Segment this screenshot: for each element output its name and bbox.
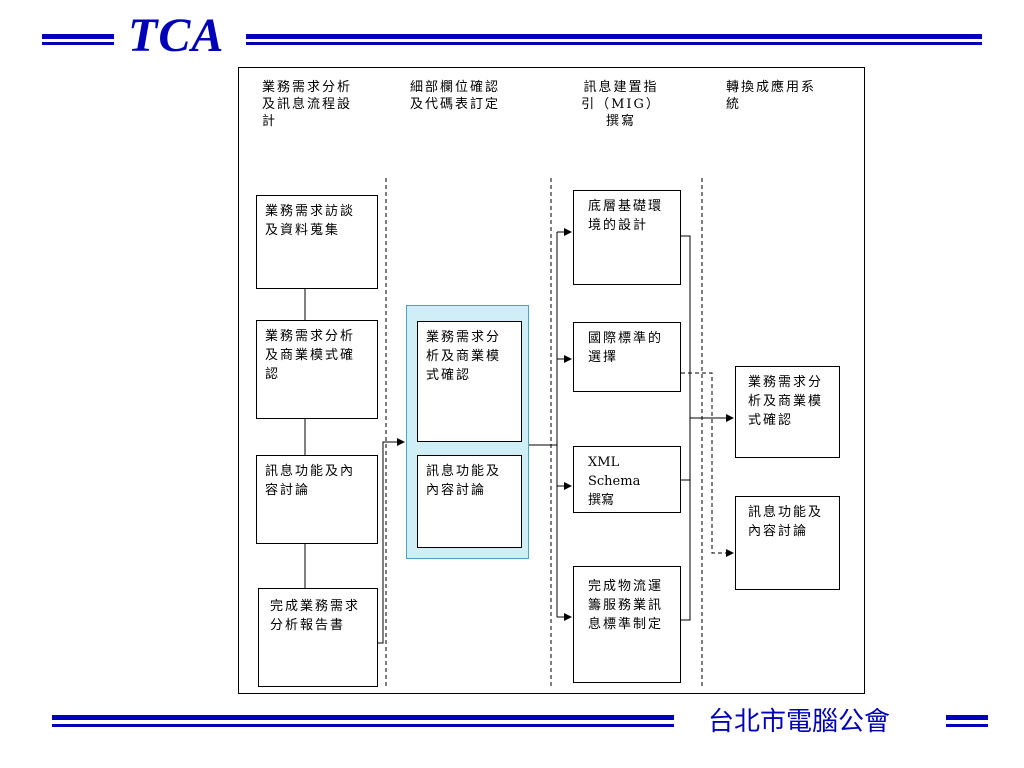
step-box-4-1: 業務需求分 析及商業模 式確認 [735, 366, 840, 458]
diagram-frame [238, 67, 865, 694]
step-box-1-3: 訊息功能及內 容討論 [256, 455, 378, 544]
step-box-1-2: 業務需求分析 及商業模式確 認 [256, 320, 378, 419]
step-box-3-1: 底層基礎環 境的設計 [573, 190, 681, 285]
step-box-3-2: 國際標準的 選擇 [573, 322, 681, 392]
column-title-4: 轉換成應用系 統 [726, 80, 817, 112]
column-title-3: 訊息建置指 引（MIG） 撰寫 [581, 80, 661, 129]
step-box-1-4: 完成業務需求 分析報告書 [258, 588, 378, 687]
footer-rule-left-top [52, 715, 674, 720]
header-rule-left-bottom [42, 42, 114, 45]
header-rule-left-top [42, 34, 114, 39]
step-box-1-1: 業務需求訪談 及資料蒐集 [256, 195, 378, 289]
tca-logo: TCA [128, 9, 225, 62]
column-title-2: 細部欄位確認 及代碼表訂定 [410, 80, 501, 112]
step-box-3-4: 完成物流運 籌服務業訊 息標準制定 [573, 566, 681, 683]
column-title-1: 業務需求分析 及訊息流程設 計 [262, 80, 353, 129]
footer-rule-left-bottom [52, 724, 674, 727]
header-rule-right-top [246, 34, 982, 39]
organization-name: 台北市電腦公會 [708, 707, 891, 737]
step-box-4-2: 訊息功能及 內容討論 [735, 496, 840, 590]
step-box-2-1: 業務需求分 析及商業模 式確認 [417, 321, 522, 442]
step-box-2-2: 訊息功能及 內容討論 [417, 455, 522, 548]
footer-rule-right-top [946, 715, 988, 720]
header-rule-right-bottom [246, 42, 982, 45]
footer-rule-right-bottom [946, 724, 988, 727]
step-box-3-3: XML Schema 撰寫 [573, 446, 681, 513]
